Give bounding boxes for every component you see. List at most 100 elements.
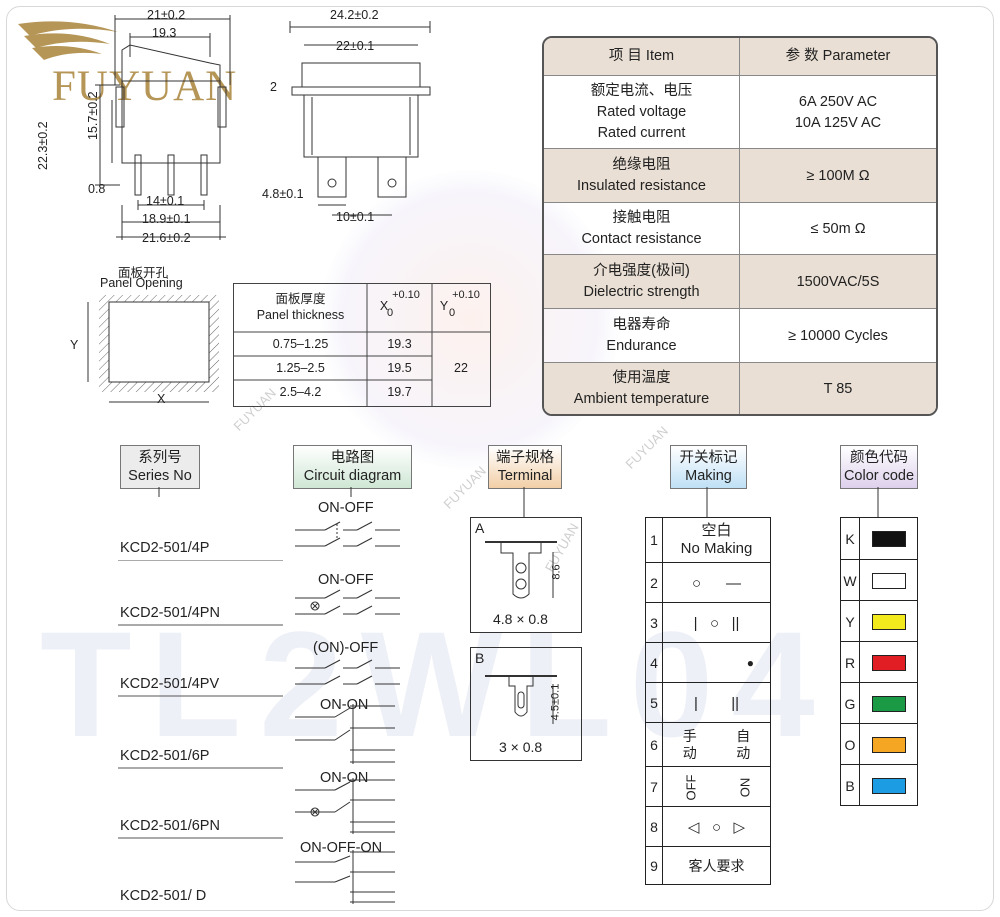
making-symbol: ◁ ○ ▷ [687,819,746,836]
making-custom: 客人要求 [688,858,745,874]
color-letter: W [841,560,860,601]
making-row-number: 6 [646,723,663,767]
terminal-b-size: 3 × 0.8 [499,739,543,755]
panel-opening-drawing [87,295,219,403]
making-row-number: 9 [646,847,663,885]
making-manual-2: 动 [682,745,697,761]
param-en: Rated voltage [596,104,687,120]
header-color-en: Color code [843,468,915,484]
series-underlines [118,560,283,839]
dim-0-8: 0.8 [88,182,106,196]
making-row-number: 1 [646,518,663,562]
param-value: T 85 [823,380,853,397]
header-terminal-en: Terminal [497,468,553,484]
making-off: OFF [683,774,699,800]
color-swatch-green [872,696,906,712]
thickness-col-x-sup: +0.10 [392,289,420,301]
thickness-header-cn: 面板厚度 [275,291,326,306]
making-row-number: 8 [646,807,663,847]
series-item: KCD2-501/4P [120,540,210,556]
param-row: 介电强度(极间)Dielectric strength 1500VAC/5S [544,254,936,309]
terminal-a-drawing [485,541,557,599]
series-item: KCD2-501/4PN [120,605,220,621]
color-row: K [841,518,917,559]
making-symbol: | || [693,694,740,712]
color-letter: K [841,518,860,559]
making-row: 7 OFF ON [646,766,770,807]
color-swatch-yellow [872,614,906,630]
series-item: KCD2-501/6P [120,748,210,764]
color-letter: O [841,724,860,765]
making-on: ON [737,777,753,797]
dim-s1: 24.2±0.2 [330,8,379,22]
thickness-row-t: 0.75–1.25 [272,337,329,351]
color-swatch-blue [872,778,906,794]
color-letter: B [841,765,860,806]
circuit-label: ON-OFF [318,500,374,516]
making-row-number: 3 [646,603,663,643]
color-row: G [841,682,917,724]
dim-h1: 22.3±0.2 [36,121,50,170]
making-row: 4 ● [646,642,770,683]
making-row: 6 手动 自动 [646,722,770,767]
header-series: 系列号 Series No [120,445,200,489]
thickness-row-t: 1.25–2.5 [276,361,325,375]
color-row: B [841,764,917,806]
making-row: 2 ○ — [646,562,770,603]
terminal-b-label: B [475,650,485,666]
header-making: 开关标记 Making [670,445,747,489]
param-en: Endurance [606,338,677,354]
logo-swoosh-icon [18,21,118,60]
making-table: 1 空白 No Making 2 ○ — 3 | ○ || 4 ● 5 | ||… [645,517,771,885]
param-value: ≥ 100M Ω [806,167,870,184]
param-en: Contact resistance [581,231,702,247]
brand-name: FUYUAN [52,63,238,110]
making-row: 3 | ○ || [646,602,770,643]
param-en: Rated current [597,125,686,141]
color-row: W [841,559,917,601]
dim-w1: 21±0.2 [147,8,186,22]
thickness-y-value: 22 [454,361,468,375]
panel-opening-y: Y [70,338,79,352]
panel-opening-title-en: Panel Opening [100,276,183,290]
dim-h2: 15.7±0.2 [86,91,100,140]
header-circuit: 电路图 Circuit diagram [293,445,412,489]
param-cn: 接触电阻 [612,210,671,226]
terminal-a-dim: 8.6 [550,564,563,580]
series-item: KCD2-501/4PV [120,676,220,692]
dim-s4: 4.8±0.1 [262,187,304,201]
param-cn: 介电强度(极间) [593,263,690,279]
making-blank-cn: 空白 [701,522,732,539]
dim-s2: 22±0.1 [336,39,375,53]
terminal-b-drawing [485,675,557,724]
header-making-cn: 开关标记 [679,450,738,466]
thickness-row-t: 2.5–4.2 [279,385,322,399]
making-row-number: 2 [646,563,663,603]
terminal-a-label: A [475,520,485,536]
terminal-a-box: A 8.6 4.8 × 0.8 [470,517,582,633]
color-swatch-black [872,531,906,547]
making-auto-1: 自 [736,728,751,744]
header-color-cn: 颜色代码 [850,450,908,466]
header-circuit-cn: 电路图 [330,450,375,466]
header-making-en: Making [685,468,732,484]
circuit-diagrams [295,521,400,904]
dim-b3: 21.6±0.2 [142,231,191,245]
circuit-label: ON-OFF [318,572,374,588]
dim-s5: 10±0.1 [336,210,375,224]
circuit-label: ON-ON [320,697,369,713]
watermark-big: TL2WL04 [40,600,833,768]
param-en: Dielectric strength [583,284,700,300]
param-row: 接触电阻 Contact resistance ≤ 50m Ω [544,202,936,255]
header-series-en: Series No [128,468,192,484]
thickness-row-x: 19.5 [387,361,412,375]
param-header-param: 参 数 Parameter [785,48,891,64]
making-symbol: ○ — [691,574,742,592]
param-en: Insulated resistance [577,178,706,194]
param-value: ≤ 50m Ω [810,220,866,237]
param-en: Ambient temperature [573,391,710,407]
param-value: 6A 250V AC [798,93,878,110]
